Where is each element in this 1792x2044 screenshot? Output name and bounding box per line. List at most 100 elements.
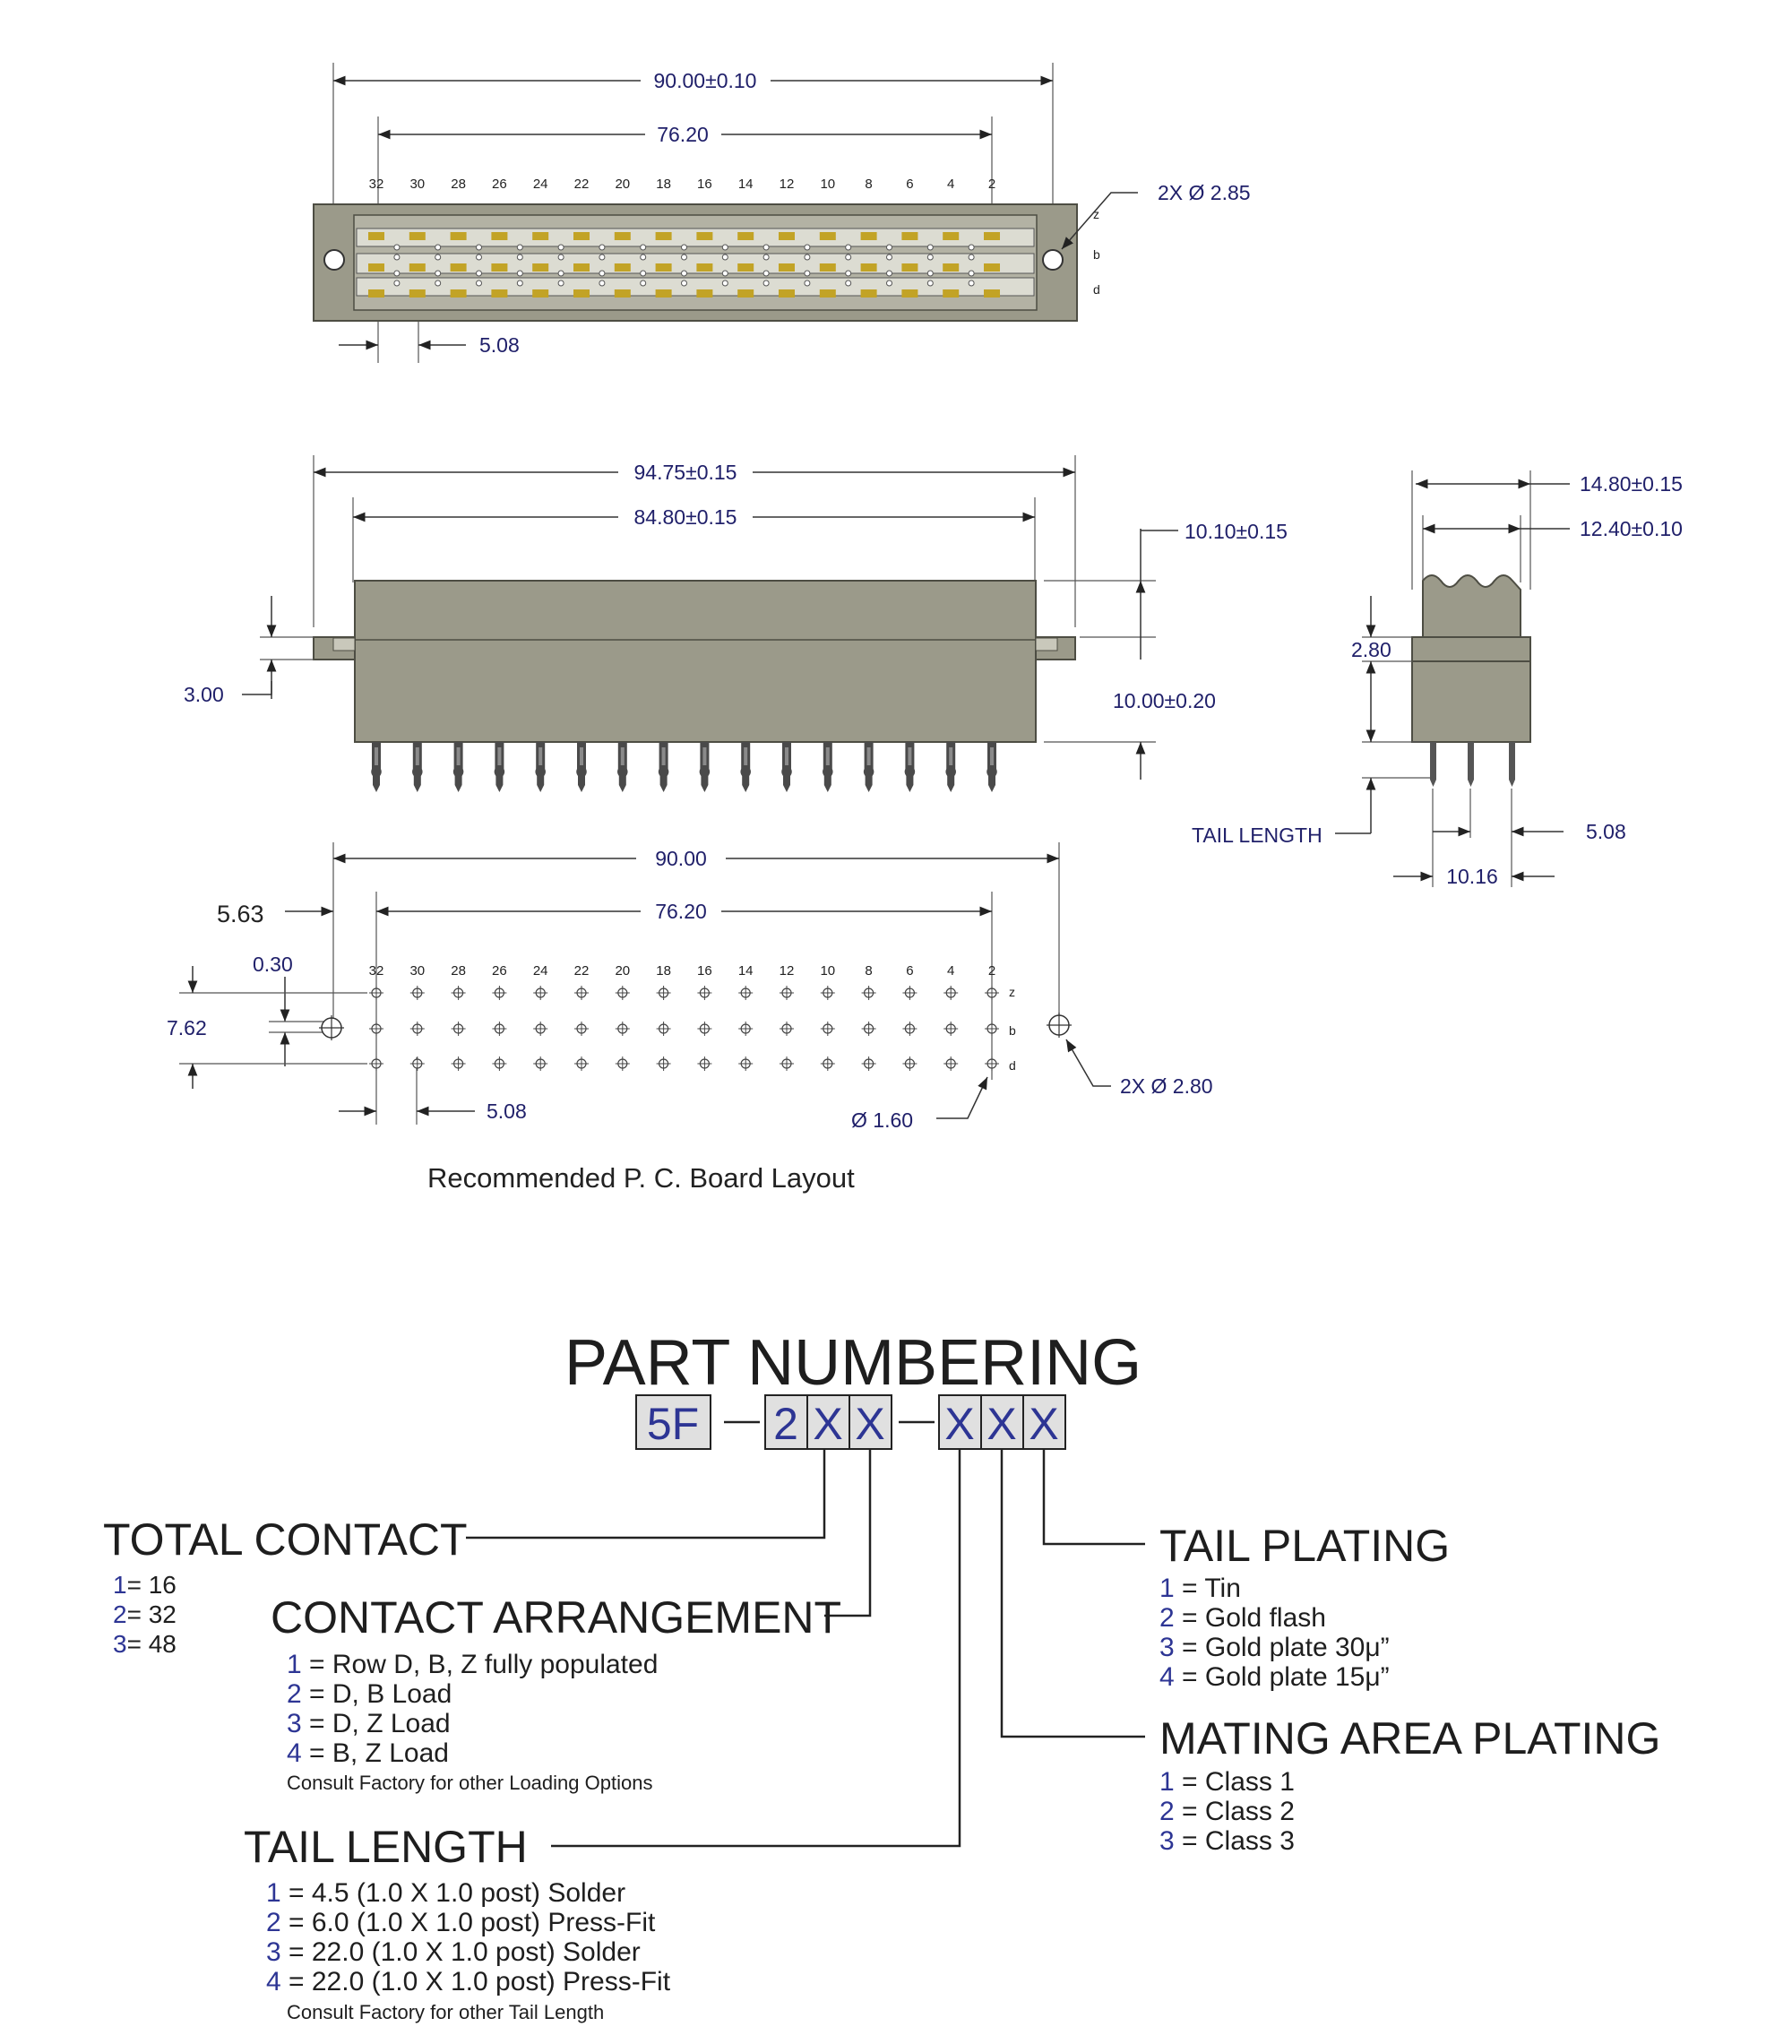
contact-z [779,232,795,240]
contact-hole [476,270,482,277]
contact-hole [926,270,934,277]
tail-length-option-2: 2 = 6.0 (1.0 X 1.0 post) Press-Fit [266,1908,656,1937]
contact-z [491,232,508,240]
tail-plating-option-1: 1 = Tin [1159,1574,1241,1603]
contact-z [737,232,754,240]
contact-d [450,289,467,298]
front-view: 94.75±0.15 84.80±0.15 10.10±0.15 10.00±0… [184,455,1288,792]
top-dim-hole: 2X Ø 2.85 [1158,181,1251,204]
top-pin-number: 22 [574,177,590,192]
contact-hole [516,270,523,277]
contact-z [614,232,631,240]
pcb-pad [615,986,630,1000]
contact-z [901,232,918,240]
top-dim-pitch: 5.08 [479,333,520,357]
code-series: 5F [647,1399,699,1449]
contact-hole [476,254,482,261]
side-dim-step: 2.80 [1351,638,1391,661]
contact-hole [476,280,482,287]
contact-b [491,263,508,272]
top-row-label-b: b [1093,247,1100,262]
contact-hole [762,270,770,277]
contact-d [819,289,836,298]
code-box-series [635,1394,711,1450]
code-box-5 [980,1394,1024,1450]
pcb-dim-offset: 5.63 [217,901,264,927]
contact-d [368,289,384,298]
code-5: X [986,1399,1016,1449]
contact-b [655,263,672,272]
contact-arrangement-title: CONTACT ARRANGEMENT [271,1592,841,1643]
code-6: X [1029,1399,1058,1449]
top-pin-number: 24 [533,177,548,192]
tail-pin [863,742,874,792]
front-dim-flange: 3.00 [184,683,224,706]
top-pin-number: 6 [906,177,913,192]
front-dim-body: 84.80±0.15 [634,505,737,529]
tail-pin [823,742,833,792]
pcb-pad [492,1056,507,1071]
total-contact-option-2: 2= 32 [113,1600,177,1628]
tail-pin [699,742,711,792]
contact-hole [886,244,892,251]
total-contact-option-3: 3= 48 [113,1630,177,1658]
tail-length-note: Consult Factory for other Tail Length [287,2001,604,2023]
tail-plating-option-2: 2 = Gold flash [1159,1603,1326,1633]
pcb-pad [697,1022,712,1036]
contact-b [860,263,877,272]
contact-d [901,289,918,298]
pcb-pad [738,1022,754,1036]
pcb-pad [738,1056,754,1071]
pcb-pin-number: 8 [865,963,872,979]
pcb-caption: Recommended P. C. Board Layout [427,1162,855,1194]
contact-hole [762,244,770,251]
pcb-pad [738,986,754,1000]
pcb-pad [861,1056,876,1071]
pcb-pad [820,986,835,1000]
contact-d [573,289,590,298]
front-dim-width: 94.75±0.15 [634,461,737,484]
contact-hole [681,270,687,277]
pcb-pad [574,1022,589,1036]
tail-pin [904,742,916,792]
side-tail-length-label: TAIL LENGTH [1192,824,1322,847]
contact-b [943,263,960,272]
pcb-pad [451,986,466,1000]
pcb-pin-number: 22 [574,963,590,979]
top-dim-pitch-span: 76.20 [657,123,709,146]
contact-hole [886,280,892,287]
mount-hole-left [323,249,345,271]
contact-hole [886,254,892,261]
pcb-pad [409,1056,425,1071]
tail-plating-option-3: 3 = Gold plate 30μ” [1159,1633,1390,1662]
contact-hole [804,270,811,277]
pcb-pin-number: 4 [947,963,954,979]
top-pin-number: 20 [615,177,630,192]
contact-d [532,289,549,298]
contact-b [532,263,549,272]
tail-pin [576,742,587,792]
pcb-pads [369,986,999,1071]
side-view: 14.80±0.15 12.40±0.10 2.80 TAIL LENGTH [1192,470,1683,888]
pcb-pad [451,1022,466,1036]
contact-d [409,289,426,298]
contact-z [450,232,467,240]
contact-b [573,263,590,272]
pcb-pad [615,1056,630,1071]
tail-length-title: TAIL LENGTH [244,1822,528,1872]
contact-d [614,289,631,298]
contact-d [491,289,508,298]
pcb-pad [533,1022,548,1036]
contact-hole [476,244,482,251]
pcb-pad [902,1056,918,1071]
contact-b [450,263,467,272]
pcb-dim-hole: 2X Ø 2.80 [1120,1074,1213,1098]
total-contact-title: TOTAL CONTACT [103,1514,468,1565]
code-box-3 [849,1394,892,1450]
contact-hole [721,244,728,251]
pcb-pad [369,1022,383,1036]
front-pins [371,742,997,792]
tail-pin [740,742,751,792]
